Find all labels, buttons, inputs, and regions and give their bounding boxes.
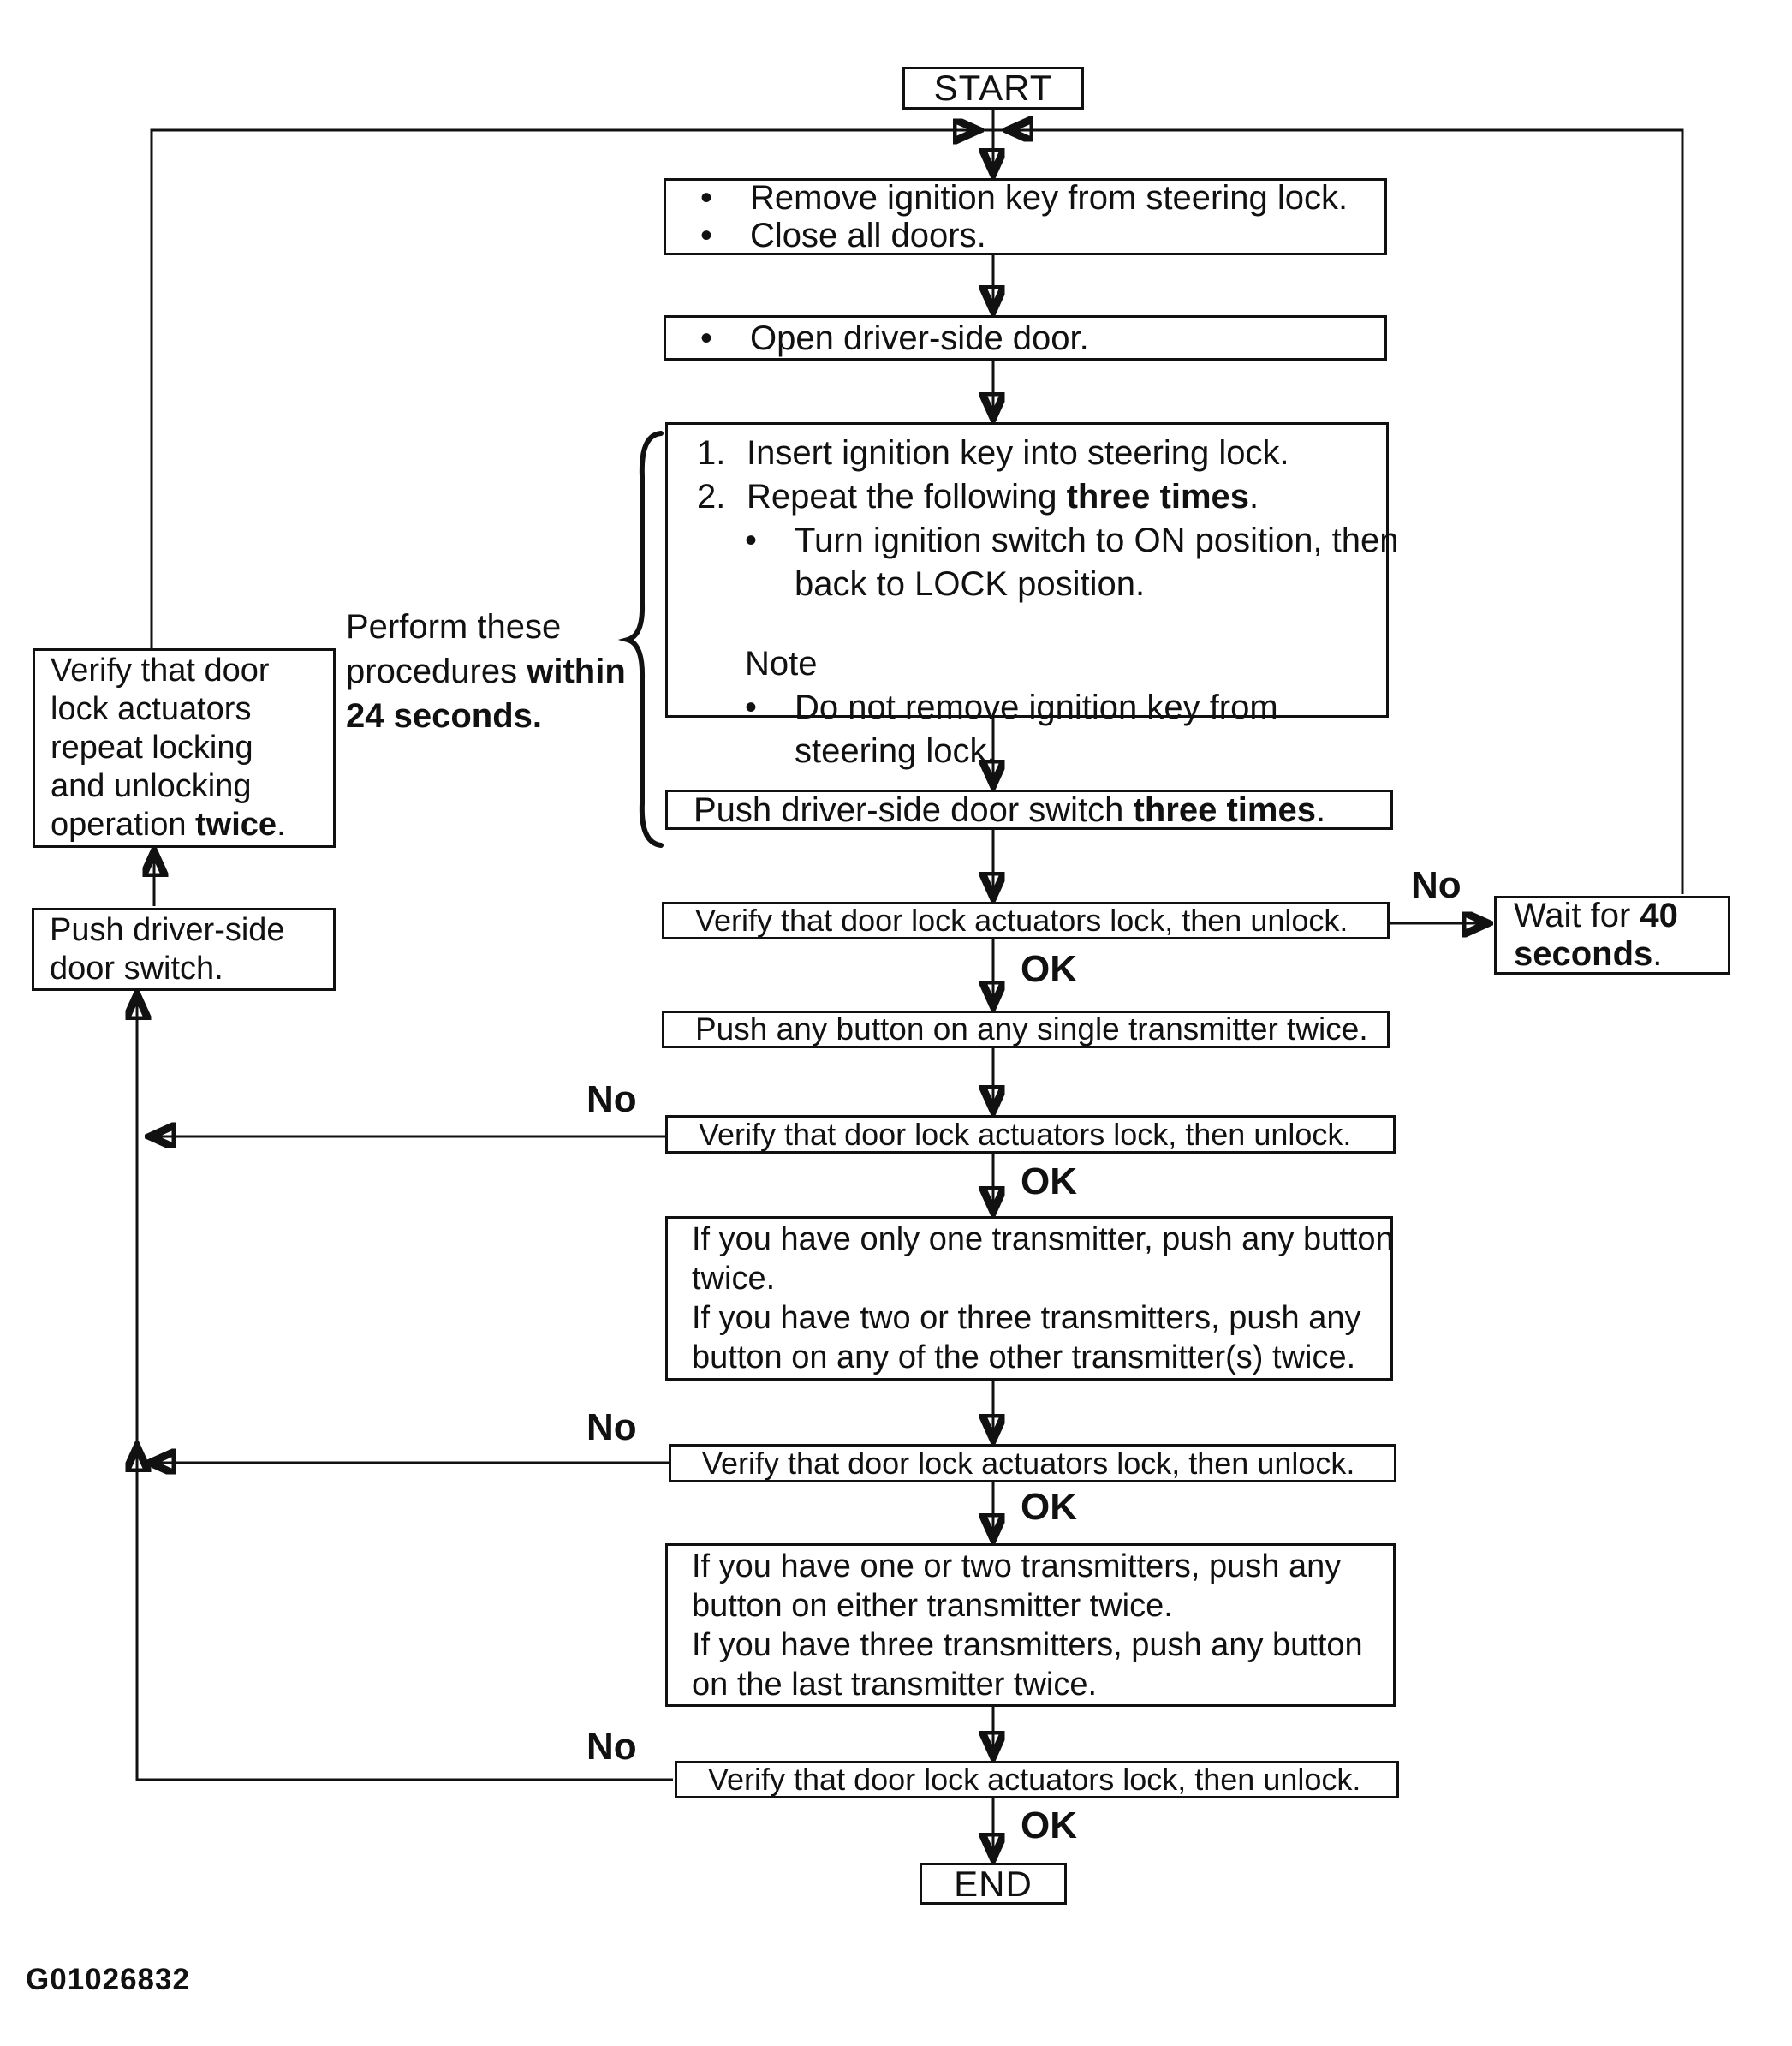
step-third-transmitter: If you have one or two transmitters, pus… <box>665 1543 1396 1707</box>
flow-node-end: END <box>920 1863 1067 1905</box>
decision-verify-lock-unlock-3: Verify that door lock actuators lock, th… <box>669 1444 1396 1482</box>
step-remove-key-text: •Remove ignition key from steering lock.… <box>700 179 1348 254</box>
label-no-verify4: No <box>586 1726 637 1768</box>
step-second-transmitter-text: If you have only one transmitter, push a… <box>692 1221 1394 1375</box>
end-label: END <box>954 1863 1033 1904</box>
step-insert-key-procedure-text: 1.Insert ignition key into steering lock… <box>697 434 1399 770</box>
verify4-no-feedback-line <box>137 997 673 1781</box>
decision-verify-lock-unlock-2-text: Verify that door lock actuators lock, th… <box>699 1116 1352 1152</box>
decision-verify-lock-unlock-4: Verify that door lock actuators lock, th… <box>675 1761 1399 1798</box>
step-push-any-button-single: Push any button on any single transmitte… <box>662 1011 1390 1048</box>
label-ok-verify3: OK <box>1021 1486 1077 1528</box>
brace-24-seconds <box>617 431 664 848</box>
decision-verify-lock-unlock-3-text: Verify that door lock actuators lock, th… <box>702 1445 1355 1481</box>
decision-verify-lock-unlock-4-text: Verify that door lock actuators lock, th… <box>708 1762 1361 1797</box>
label-no-verify3: No <box>586 1406 637 1448</box>
step-second-transmitter: If you have only one transmitter, push a… <box>665 1216 1394 1381</box>
label-no-verify2: No <box>586 1078 637 1120</box>
step-push-door-switch-three-times-text: Push driver-side door switch three times… <box>694 790 1326 829</box>
label-ok-verify2: OK <box>1021 1160 1077 1202</box>
step-insert-key-procedure: 1.Insert ignition key into steering lock… <box>665 422 1399 770</box>
step-push-door-switch-three-times: Push driver-side door switch three times… <box>665 790 1393 830</box>
flow-node-start: START <box>902 67 1084 110</box>
label-ok-verify4: OK <box>1021 1804 1077 1846</box>
decision-verify-lock-unlock-1-text: Verify that door lock actuators lock, th… <box>695 903 1348 938</box>
start-label: START <box>933 68 1053 108</box>
step-third-transmitter-text: If you have one or two transmitters, pus… <box>692 1548 1363 1703</box>
step-push-any-button-single-text: Push any button on any single transmitte… <box>695 1011 1368 1047</box>
decision-verify-lock-unlock-1: Verify that door lock actuators lock, th… <box>662 902 1390 939</box>
label-ok-verify1: OK <box>1021 948 1077 990</box>
figure-code: G01026832 <box>26 1963 190 1996</box>
step-open-driver-door: •Open driver-side door. <box>664 315 1387 361</box>
decision-verify-lock-unlock-2: Verify that door lock actuators lock, th… <box>665 1115 1396 1154</box>
step-open-driver-door-text: •Open driver-side door. <box>700 319 1089 357</box>
step-remove-key-close-doors: •Remove ignition key from steering lock.… <box>664 178 1387 255</box>
label-no-verify1: No <box>1411 864 1462 906</box>
